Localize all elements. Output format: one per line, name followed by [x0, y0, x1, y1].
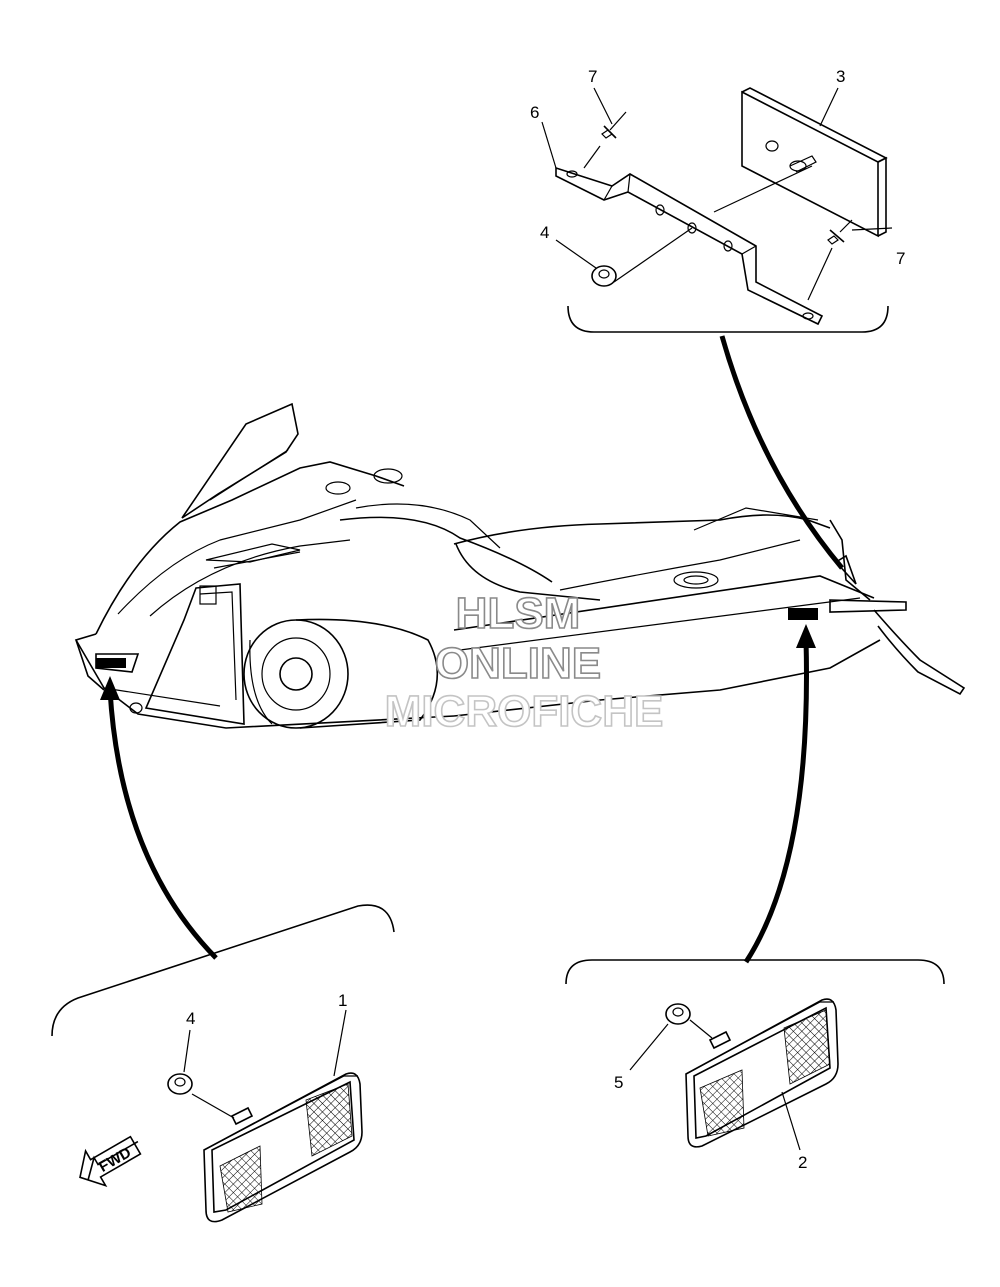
callout-4-top: 4	[540, 223, 549, 242]
rear-reflector-stud	[708, 1030, 732, 1050]
front-reflector-mark	[96, 658, 126, 668]
bottom-right-detail-group: 5 2	[565, 959, 945, 1172]
watermark-line-1: HLSM	[456, 589, 581, 638]
bottom-left-detail-group: 4 1 FWD	[51, 904, 395, 1223]
callout-6: 6	[530, 103, 539, 122]
license-bracket	[555, 166, 824, 326]
callout-7-top: 7	[588, 67, 597, 86]
flange-nut-front	[167, 1073, 193, 1095]
license-plate	[741, 87, 888, 238]
watermark: HLSM ONLINE MICROFICHE	[384, 588, 664, 737]
rear-reflector	[685, 998, 839, 1148]
arrow-rear-to-right-detail	[743, 639, 809, 964]
callout-4-front: 4	[186, 1009, 195, 1028]
arrow-top-to-rear	[719, 335, 844, 570]
top-detail-frame	[567, 305, 889, 333]
fwd-marker: FWD	[79, 1135, 142, 1188]
callout-1: 1	[338, 991, 347, 1010]
flange-nut-rear	[665, 1003, 691, 1025]
arrow-front-to-left-detail	[107, 689, 218, 960]
fwd-label: FWD	[96, 1144, 134, 1176]
bottom-left-detail-frame	[51, 904, 395, 1037]
front-reflector-stud	[230, 1106, 254, 1126]
watermark-line-3: MICROFICHE	[385, 687, 664, 736]
callout-7-right: 7	[896, 249, 905, 268]
flange-nut-top	[591, 265, 617, 287]
rivet-top	[601, 111, 627, 139]
callout-5: 5	[614, 1073, 623, 1092]
front-reflector	[203, 1072, 363, 1223]
callout-2: 2	[798, 1153, 807, 1172]
rear-reflector-mark	[788, 608, 818, 620]
callout-3: 3	[836, 67, 845, 86]
snowmobile-body	[74, 402, 966, 729]
top-detail-group: 7 6 3 4 7	[530, 67, 905, 333]
bottom-right-detail-frame	[565, 959, 945, 985]
rivet-right	[827, 219, 853, 245]
watermark-line-2: ONLINE	[435, 639, 601, 688]
